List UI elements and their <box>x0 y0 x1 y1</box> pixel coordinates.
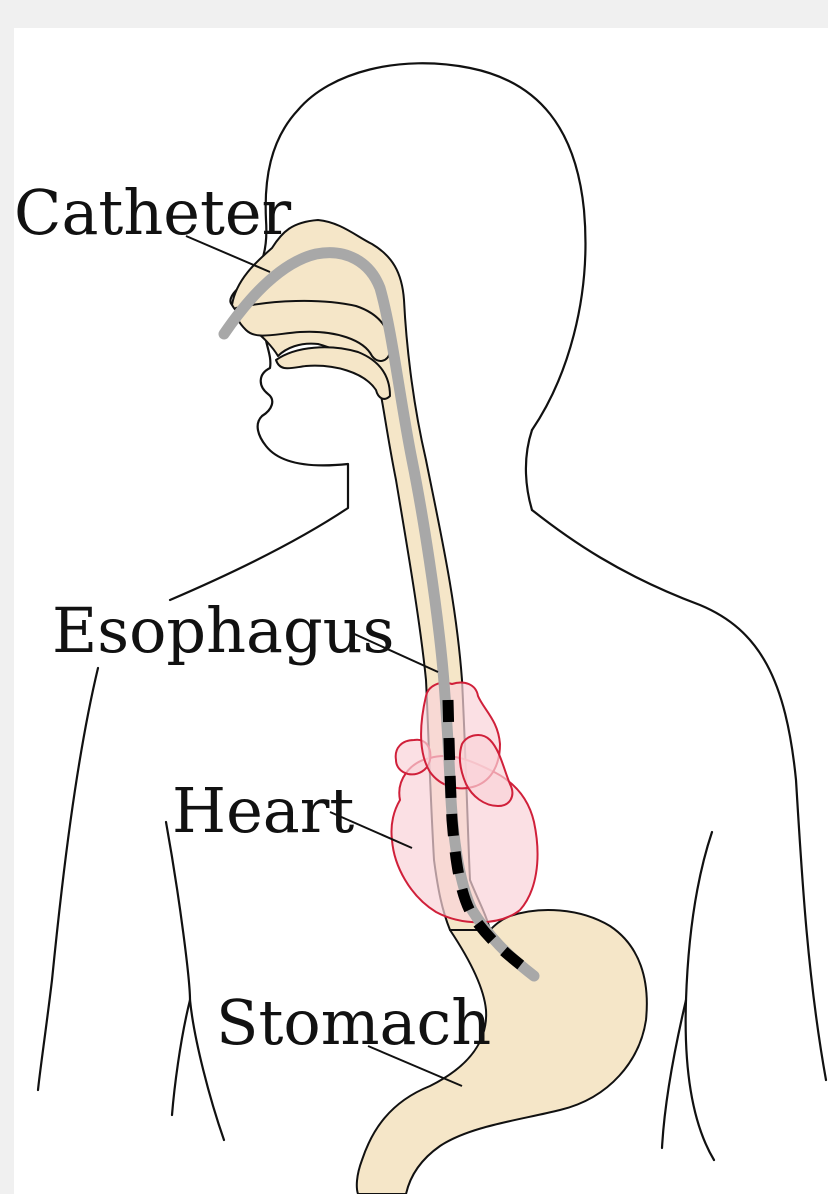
heart-label: Heart <box>172 774 354 847</box>
esophagus-label: Esophagus <box>52 594 394 667</box>
stomach-label: Stomach <box>216 986 491 1059</box>
catheter-label: Catheter <box>14 176 292 249</box>
